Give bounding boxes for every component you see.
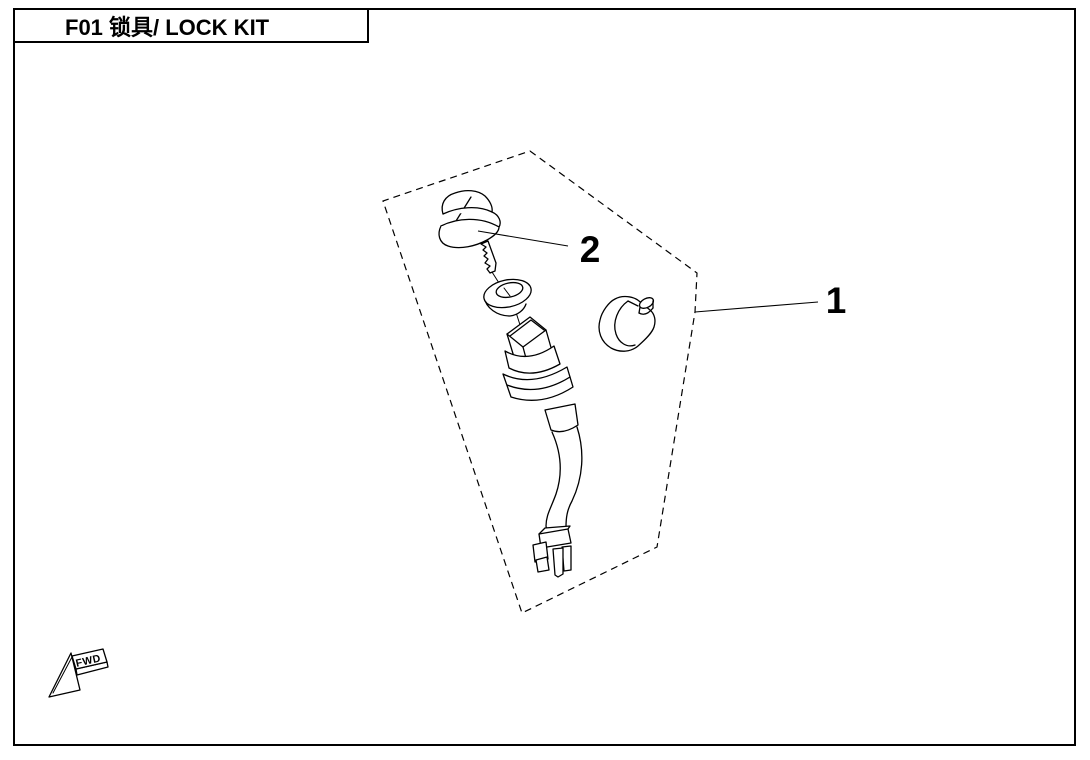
key-blade <box>480 240 497 274</box>
cover-cap-part <box>598 295 656 352</box>
callout-2-label: 2 <box>580 229 601 270</box>
callout-2: 2 <box>477 229 601 270</box>
callout-1-label: 1 <box>826 280 847 321</box>
switch-cable <box>545 426 583 532</box>
fwd-label: FWD <box>75 652 102 669</box>
page-title: F01 锁具/ LOCK KIT <box>65 14 270 40</box>
title-box: F01 锁具/ LOCK KIT <box>13 8 369 43</box>
lock-cylinder-part <box>502 316 579 433</box>
washer-part <box>483 278 532 317</box>
key-knob-part <box>438 189 501 249</box>
connector-part <box>532 525 572 578</box>
callout-1: 1 <box>694 280 847 321</box>
fwd-arrow: FWD <box>48 648 109 698</box>
kit-boundary-dashed-outline <box>382 150 698 614</box>
